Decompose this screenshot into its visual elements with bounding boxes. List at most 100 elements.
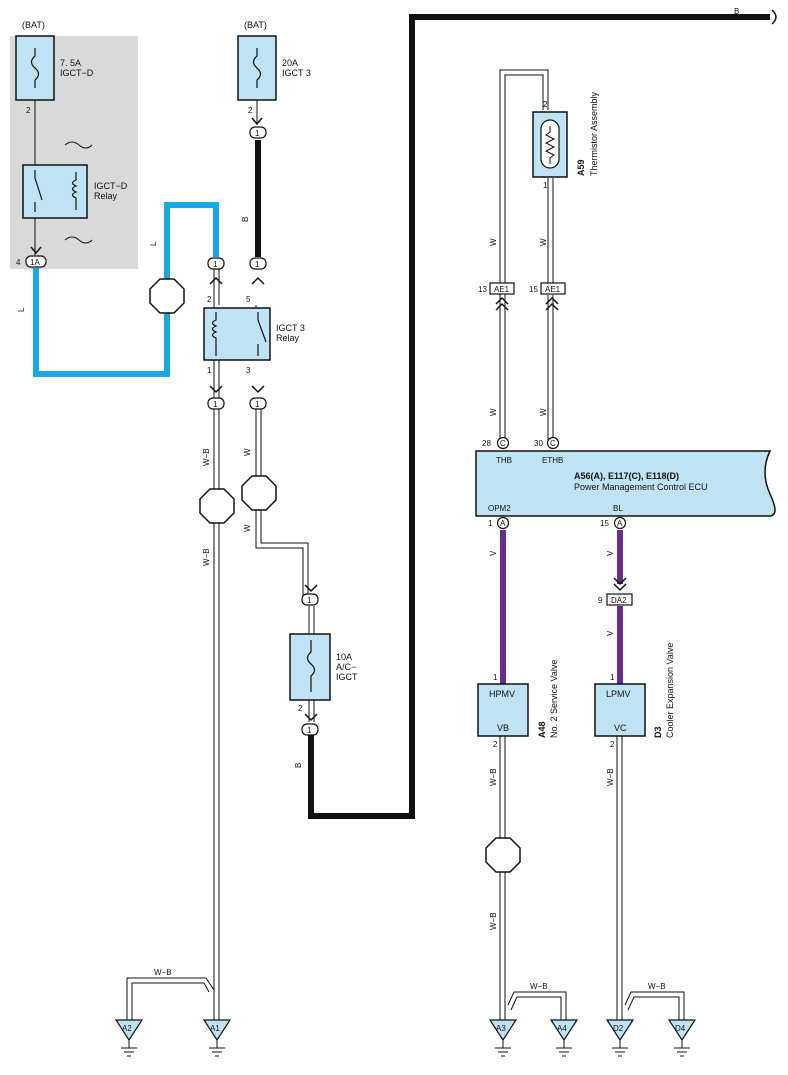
pin-5-relay: 5 bbox=[246, 295, 251, 304]
conn-relay-left-top-label: 1 bbox=[213, 260, 218, 269]
ground-a2: A2 bbox=[114, 1019, 144, 1057]
relay-igct-d-name: IGCT−D bbox=[94, 181, 128, 191]
valve1-code: A48 bbox=[537, 721, 547, 738]
pin-1-valve2: 1 bbox=[610, 673, 615, 682]
conn-a-right bbox=[613, 516, 627, 530]
pin-1-valve1: 1 bbox=[493, 673, 498, 682]
conn-a-right-label: A bbox=[617, 519, 623, 528]
ecu-pin-bl: BL bbox=[613, 504, 623, 513]
svg-text:A1: A1 bbox=[210, 1024, 220, 1033]
pin-2-valve2: 2 bbox=[610, 740, 615, 749]
wire-w-label-3: W bbox=[489, 238, 498, 246]
relay-igct-d-coil bbox=[71, 172, 78, 210]
ground-a3: A3 bbox=[488, 1019, 518, 1057]
relay-igct3-name: IGCT 3 bbox=[276, 323, 305, 333]
splice-wb-left bbox=[199, 488, 235, 524]
svg-text:A2: A2 bbox=[122, 1024, 132, 1033]
conn-relay-right-top bbox=[249, 257, 267, 270]
conn-relay-right-top-label: 1 bbox=[255, 260, 260, 269]
arrow-down-fuse20 bbox=[251, 117, 263, 126]
pin-2-fuse1: 2 bbox=[26, 106, 31, 115]
thermistor-body bbox=[540, 119, 560, 169]
splice-wb-right bbox=[485, 837, 521, 873]
relay-igct3-switch bbox=[257, 312, 267, 356]
bat-label-mid: (BAT) bbox=[244, 20, 267, 30]
pin-30: 30 bbox=[534, 439, 543, 448]
svg-text:D2: D2 bbox=[613, 1024, 624, 1033]
wire-v-label-1: V bbox=[489, 550, 498, 556]
conn-relay-right-bot-label: 1 bbox=[255, 400, 260, 409]
relay-igct-d-box bbox=[22, 164, 88, 219]
svg-text:D4: D4 bbox=[675, 1024, 686, 1033]
pin-13: 13 bbox=[478, 285, 487, 294]
pin-2-fuse2: 2 bbox=[248, 106, 253, 115]
conn-a-left bbox=[496, 516, 510, 530]
wire-l-label-2: L bbox=[149, 241, 158, 246]
fuse-20a-rating: 20A bbox=[282, 58, 298, 68]
wire-w-label-1: W bbox=[243, 448, 252, 456]
splice-w-mid bbox=[241, 475, 277, 511]
valve2-bottom: VC bbox=[614, 723, 627, 733]
valve1-box bbox=[477, 683, 529, 737]
wire-b-label-2: B bbox=[294, 763, 303, 768]
ecu-pin-thb: THB bbox=[496, 456, 512, 465]
conn-relay-left-top bbox=[207, 257, 225, 270]
thermistor-name: Thermistor Assembly bbox=[589, 91, 599, 176]
arrows-down-relay bbox=[209, 385, 265, 394]
fuse-7-5a-name: IGCT−D bbox=[60, 68, 94, 78]
conn-c-left-label: C bbox=[500, 439, 506, 448]
relay-igct3-word: Relay bbox=[276, 333, 300, 343]
conn-fuse20-bottom-label: 1 bbox=[255, 129, 260, 138]
ground-a1: A1 bbox=[202, 1019, 232, 1057]
valve2-box bbox=[594, 683, 646, 737]
thermistor-zigzag bbox=[544, 126, 556, 164]
conn-10a-bot-label: 1 bbox=[307, 726, 312, 735]
wire-wb-branch-1: W−B bbox=[154, 968, 172, 977]
conn-10a-top bbox=[301, 593, 319, 606]
wire-b-black-long bbox=[308, 14, 770, 819]
wire-wb-branch-2: W−B bbox=[530, 982, 548, 991]
wire-b-label-top: B bbox=[734, 7, 739, 16]
svg-text:A4: A4 bbox=[557, 1024, 567, 1033]
pin-15-ecu: 15 bbox=[600, 519, 609, 528]
fuse-10a-name2: IGCT bbox=[336, 672, 358, 682]
conn-1a bbox=[25, 255, 47, 268]
break-mark-2 bbox=[64, 236, 93, 244]
conn-c-left bbox=[496, 436, 510, 450]
ground-d2: D2 bbox=[605, 1019, 635, 1057]
conn-relay-right-bot bbox=[249, 397, 267, 410]
wire-wb-label-1: W−B bbox=[202, 448, 211, 466]
wire-w-label-2: W bbox=[243, 524, 252, 532]
ecu-pin-opm2: OPM2 bbox=[488, 504, 511, 513]
pin-9: 9 bbox=[598, 596, 603, 605]
conn-ae1-left bbox=[489, 282, 515, 295]
arrow-down-10a-bot bbox=[304, 713, 318, 722]
wire-v-label-3: V bbox=[606, 630, 615, 636]
pin-1-therm: 1 bbox=[543, 181, 548, 190]
pin-1-ecu: 1 bbox=[488, 519, 493, 528]
conn-c-right-label: C bbox=[550, 439, 556, 448]
splice-blue bbox=[149, 278, 185, 314]
arrows-down-da2 bbox=[613, 577, 627, 592]
wire-wb-label-4: W−B bbox=[606, 768, 615, 786]
ground-a4: A4 bbox=[549, 1019, 579, 1057]
valve2-code: D3 bbox=[653, 726, 663, 738]
conn-fuse20-bottom bbox=[249, 126, 267, 139]
bat-label-left: (BAT) bbox=[22, 20, 45, 30]
valve2-top: LPMV bbox=[606, 689, 631, 699]
arrow-down-10a bbox=[304, 584, 318, 593]
wire-v-label-2: V bbox=[606, 550, 615, 556]
svg-text:A3: A3 bbox=[496, 1024, 506, 1033]
pin-2-valve1: 2 bbox=[493, 740, 498, 749]
ecu-pin-ethb: ETHB bbox=[542, 456, 563, 465]
conn-c-right bbox=[546, 436, 560, 450]
pin-4: 4 bbox=[16, 258, 21, 267]
valve2-name: Cooler Expansion Valve bbox=[665, 643, 675, 738]
conn-da2 bbox=[606, 593, 633, 606]
fuse-10a-rating: 10A bbox=[336, 652, 352, 662]
conn-10a-bot bbox=[301, 723, 319, 736]
wire-wb-label-2: W−B bbox=[202, 548, 211, 566]
fuse-20a-icon bbox=[252, 48, 262, 88]
wire-end-break bbox=[771, 9, 777, 25]
relay-igct3-box bbox=[203, 307, 271, 361]
